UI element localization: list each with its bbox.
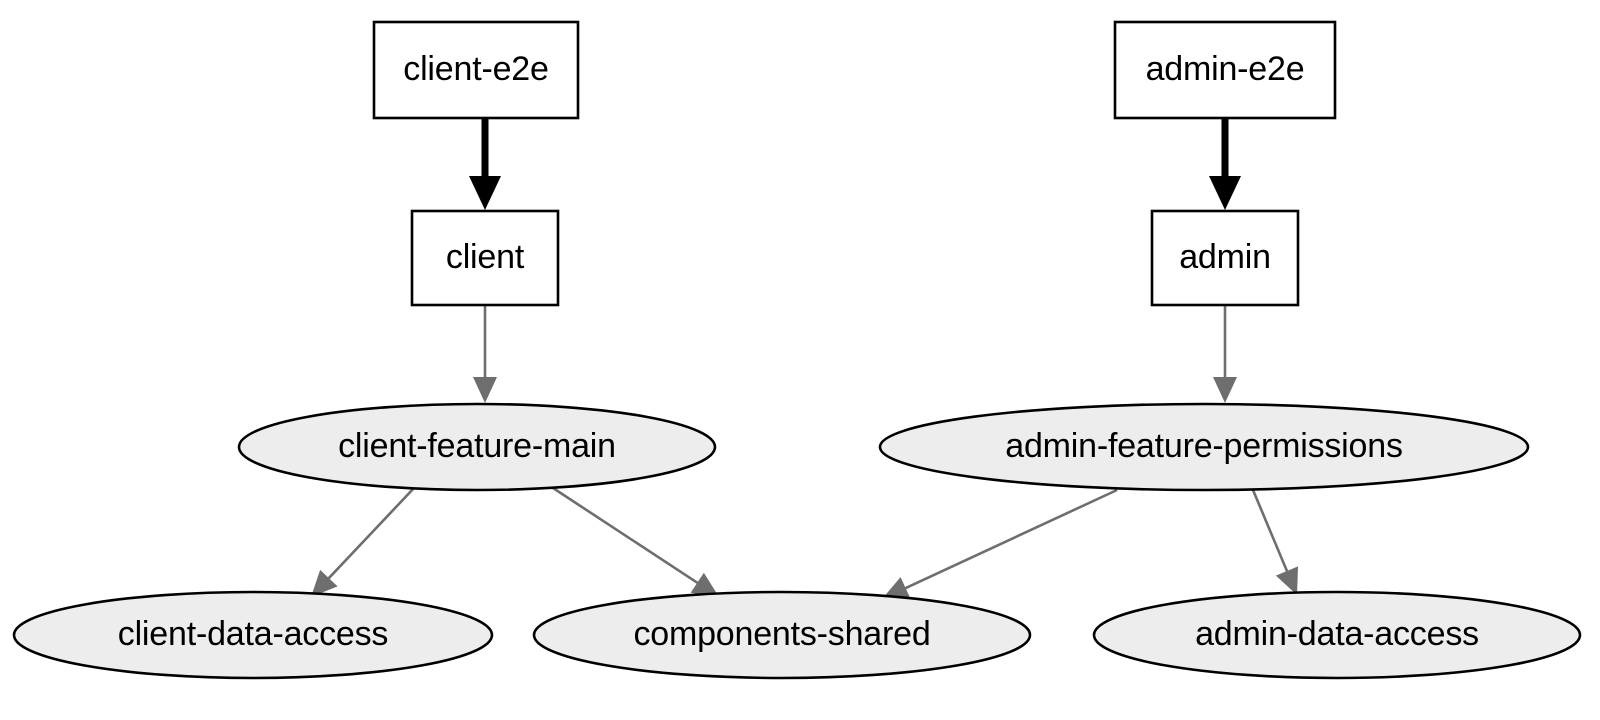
arrowhead-icon — [469, 176, 501, 210]
edge-hit-area[interactable] — [1253, 490, 1297, 595]
nodes-layer: client-e2e admin-e2e client admin client-fea… — [12, 20, 1582, 680]
arrowhead-icon — [1209, 176, 1241, 210]
node-client[interactable]: client — [410, 209, 560, 307]
node-admin-feature-permissions[interactable]: admin-feature-permissions — [878, 402, 1530, 492]
edge-client-to-client-feature-main[interactable] — [473, 306, 497, 403]
edge-client-feature-main-to-components-shared[interactable] — [552, 486, 719, 597]
edge-admin-to-admin-feature-permissions[interactable] — [1213, 306, 1237, 403]
edge-line — [326, 487, 415, 581]
edge-line — [552, 486, 700, 585]
node-admin-data-access[interactable]: admin-data-access — [1092, 590, 1582, 680]
node-box-shape — [1113, 20, 1337, 120]
arrowhead-icon — [690, 572, 719, 597]
node-box-shape — [410, 209, 560, 307]
edge-client-feature-main-to-client-data-access[interactable] — [311, 487, 415, 597]
edge-hit-area[interactable] — [311, 488, 414, 597]
arrowhead-icon — [882, 577, 911, 599]
edge-admin-feature-permissions-to-components-shared[interactable] — [882, 488, 1118, 599]
node-admin-e2e[interactable]: admin-e2e — [1113, 20, 1337, 120]
node-client-e2e[interactable]: client-e2e — [372, 20, 580, 120]
edge-admin-e2e-to-admin[interactable] — [1209, 119, 1241, 210]
node-components-shared[interactable]: components-shared — [532, 590, 1032, 680]
edge-client-e2e-to-client[interactable] — [469, 119, 501, 210]
edge-hit-area[interactable] — [882, 490, 1117, 599]
edges-layer — [311, 119, 1299, 599]
edge-line — [1251, 489, 1289, 574]
arrowhead-icon — [473, 377, 497, 403]
node-ellipse-shape — [1092, 590, 1582, 680]
arrowhead-icon — [1213, 377, 1237, 403]
edge-line — [903, 488, 1118, 591]
node-client-data-access[interactable]: client-data-access — [12, 590, 494, 680]
arrowhead-icon — [311, 569, 338, 597]
node-client-feature-main[interactable]: client-feature-main — [237, 402, 717, 492]
edge-admin-feature-permissions-to-admin-data-access[interactable] — [1251, 489, 1299, 595]
node-box-shape — [1150, 209, 1300, 307]
node-box-shape — [372, 20, 580, 120]
node-admin[interactable]: admin — [1150, 209, 1300, 307]
arrowhead-icon — [1275, 566, 1299, 595]
node-ellipse-shape — [878, 402, 1530, 492]
edge-hit-area[interactable] — [553, 488, 719, 597]
node-ellipse-shape — [532, 590, 1032, 680]
node-ellipse-shape — [237, 402, 717, 492]
node-ellipse-shape — [12, 590, 494, 680]
